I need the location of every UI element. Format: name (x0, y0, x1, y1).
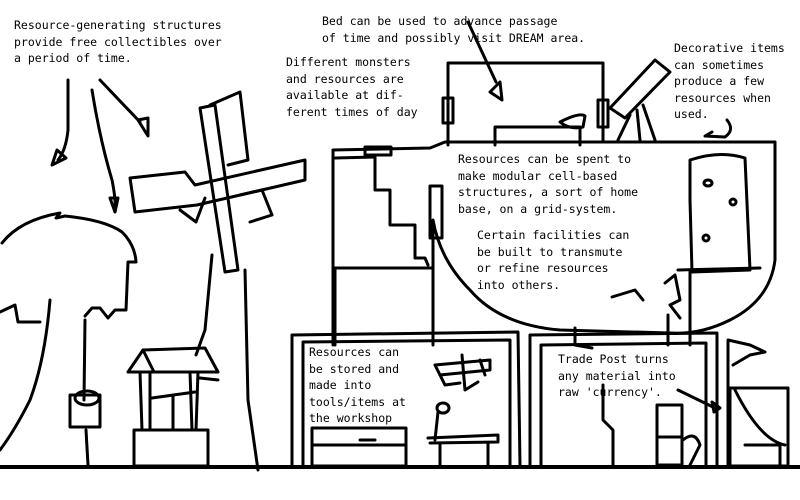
arrow-icon (56, 78, 70, 162)
annotation-monsters: Different monsters and resources are ava… (286, 55, 418, 119)
trade-post-drawing (528, 326, 790, 468)
arrow-icon (90, 88, 117, 212)
annotation-trade-post: Trade Post turns any material into raw '… (558, 352, 676, 399)
workshop-drawing (290, 330, 522, 468)
well-drawing (126, 346, 220, 468)
arrow-head-icon (50, 148, 68, 167)
arrow-head-icon (488, 80, 504, 102)
annotation-workshop: Resources can be stored and made into to… (309, 345, 406, 425)
bedroom-drawing (441, 20, 732, 147)
annotation-resource-generating: Resource-generating structures provide f… (14, 18, 222, 65)
tree-drawing (0, 211, 138, 467)
arrow-head-icon (136, 116, 150, 138)
annotation-modular: Resources can be spent to make modular c… (458, 152, 639, 216)
annotation-decorative: Decorative items can sometimes produce a… (674, 41, 785, 121)
annotation-facilities: Certain facilities can be built to trans… (477, 228, 630, 292)
bed-arrow-icon (466, 20, 498, 84)
arrow-head-icon (108, 196, 120, 214)
windmill-drawing (128, 90, 307, 472)
annotation-bed: Bed can be used to advance passage of ti… (322, 14, 586, 45)
arrow-head-icon (710, 400, 722, 414)
arrow-icon (98, 78, 142, 124)
